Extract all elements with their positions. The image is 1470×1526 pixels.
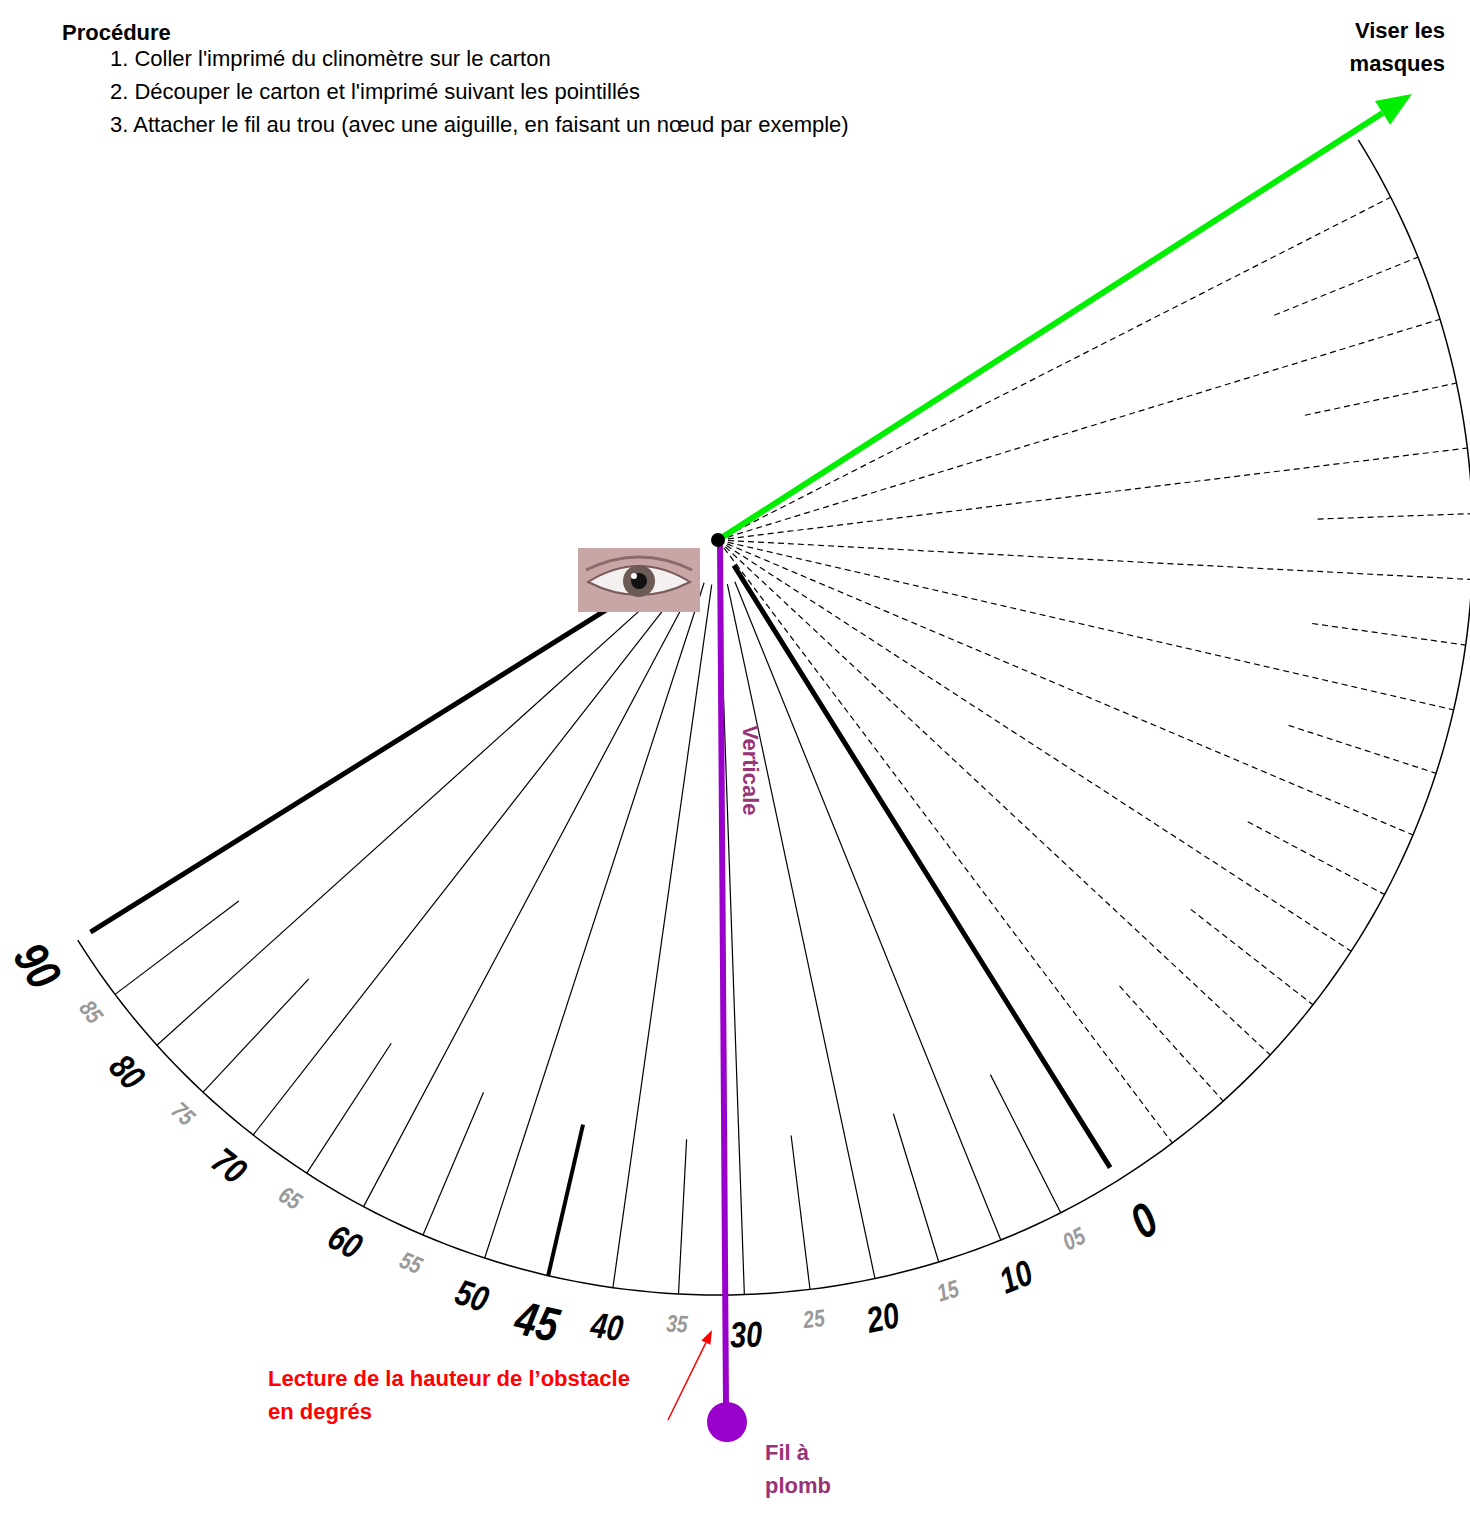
scale-tick	[90, 556, 692, 932]
scale-tick	[727, 584, 875, 1278]
aim-label: Viser les masques	[1270, 14, 1445, 80]
scale-tick	[727, 544, 1413, 835]
reading-pointer	[668, 1343, 706, 1420]
scale-tick	[1312, 624, 1465, 646]
vertical-label: Verticale	[738, 725, 762, 816]
scale-tick	[1318, 514, 1470, 519]
plumb-weight	[707, 1402, 747, 1442]
scale-tick	[1305, 383, 1457, 415]
scale-number: 10	[994, 1254, 1037, 1299]
scale-tick	[1274, 257, 1418, 315]
scale-tick	[728, 542, 1454, 710]
scale-number: 15	[934, 1276, 961, 1305]
scale-tick	[307, 1043, 391, 1173]
scale-number: 60	[322, 1219, 367, 1266]
scale-number: 20	[864, 1297, 903, 1339]
scale-tick	[734, 565, 1110, 1167]
scale-tick	[423, 1092, 484, 1235]
scale-tick	[613, 585, 712, 1288]
scale-number: 0	[1122, 1195, 1166, 1247]
sight-arrow	[718, 113, 1383, 540]
scale-tick	[1191, 909, 1313, 1004]
scale-tick	[485, 583, 704, 1258]
scale-tick	[1248, 822, 1385, 895]
scale-tick	[727, 197, 1391, 535]
scale-number: 80	[103, 1048, 151, 1096]
scale-tick	[990, 1075, 1060, 1213]
scale-number: 90	[5, 935, 68, 997]
scale-tick	[1119, 986, 1223, 1101]
scale-tick	[203, 979, 309, 1092]
scale-number: 65	[275, 1182, 306, 1214]
procedure-heading: Procédure	[62, 16, 171, 49]
scale-number: 50	[452, 1274, 494, 1318]
plumb-label: Fil à plomb	[765, 1436, 855, 1502]
scale-tick	[364, 580, 697, 1207]
scale-tick	[728, 541, 1470, 580]
scale-tick	[724, 548, 1172, 1143]
procedure-step: 3. Attacher le fil au trou (avec une aig…	[110, 108, 955, 141]
scale-number: 45	[511, 1294, 563, 1350]
scale-number: 75	[167, 1098, 199, 1130]
scale-number: 40	[589, 1307, 626, 1347]
scale-tick	[115, 901, 239, 994]
eye-picture	[578, 548, 700, 612]
reading-label: Lecture de la hauteur de l’obstacle en d…	[268, 1362, 648, 1428]
scale-tick	[1289, 725, 1436, 773]
procedure-step: 1. Coller l'imprimé du clinomètre sur le…	[110, 42, 1010, 75]
scale-tick	[157, 570, 685, 1045]
scale-number: 85	[75, 997, 107, 1029]
scale-tick	[728, 319, 1440, 537]
pivot-hole	[711, 533, 725, 547]
scale-tick	[548, 1125, 583, 1276]
scale-number: 05	[1059, 1224, 1089, 1255]
scale-tick	[726, 545, 1351, 951]
scale-number: 35	[666, 1311, 689, 1336]
scale-tick	[725, 547, 1270, 1055]
scale-number: 25	[802, 1306, 826, 1332]
scale-ticks	[90, 197, 1470, 1294]
scale-number: 55	[397, 1247, 426, 1277]
scale-number: 30	[729, 1316, 762, 1353]
scale-tick	[791, 1136, 810, 1290]
scale-tick	[893, 1114, 938, 1262]
plumb-line	[720, 540, 726, 1405]
scale-arc	[78, 140, 1470, 1295]
scale-number: 70	[205, 1142, 252, 1190]
reading-arrowhead	[701, 1330, 712, 1345]
sight-arrowhead	[1375, 94, 1412, 125]
scale-tick	[253, 575, 690, 1134]
procedure-step: 2. Découper le carton et l'imprimé suiva…	[110, 75, 1010, 108]
scale-tick	[678, 1139, 686, 1294]
